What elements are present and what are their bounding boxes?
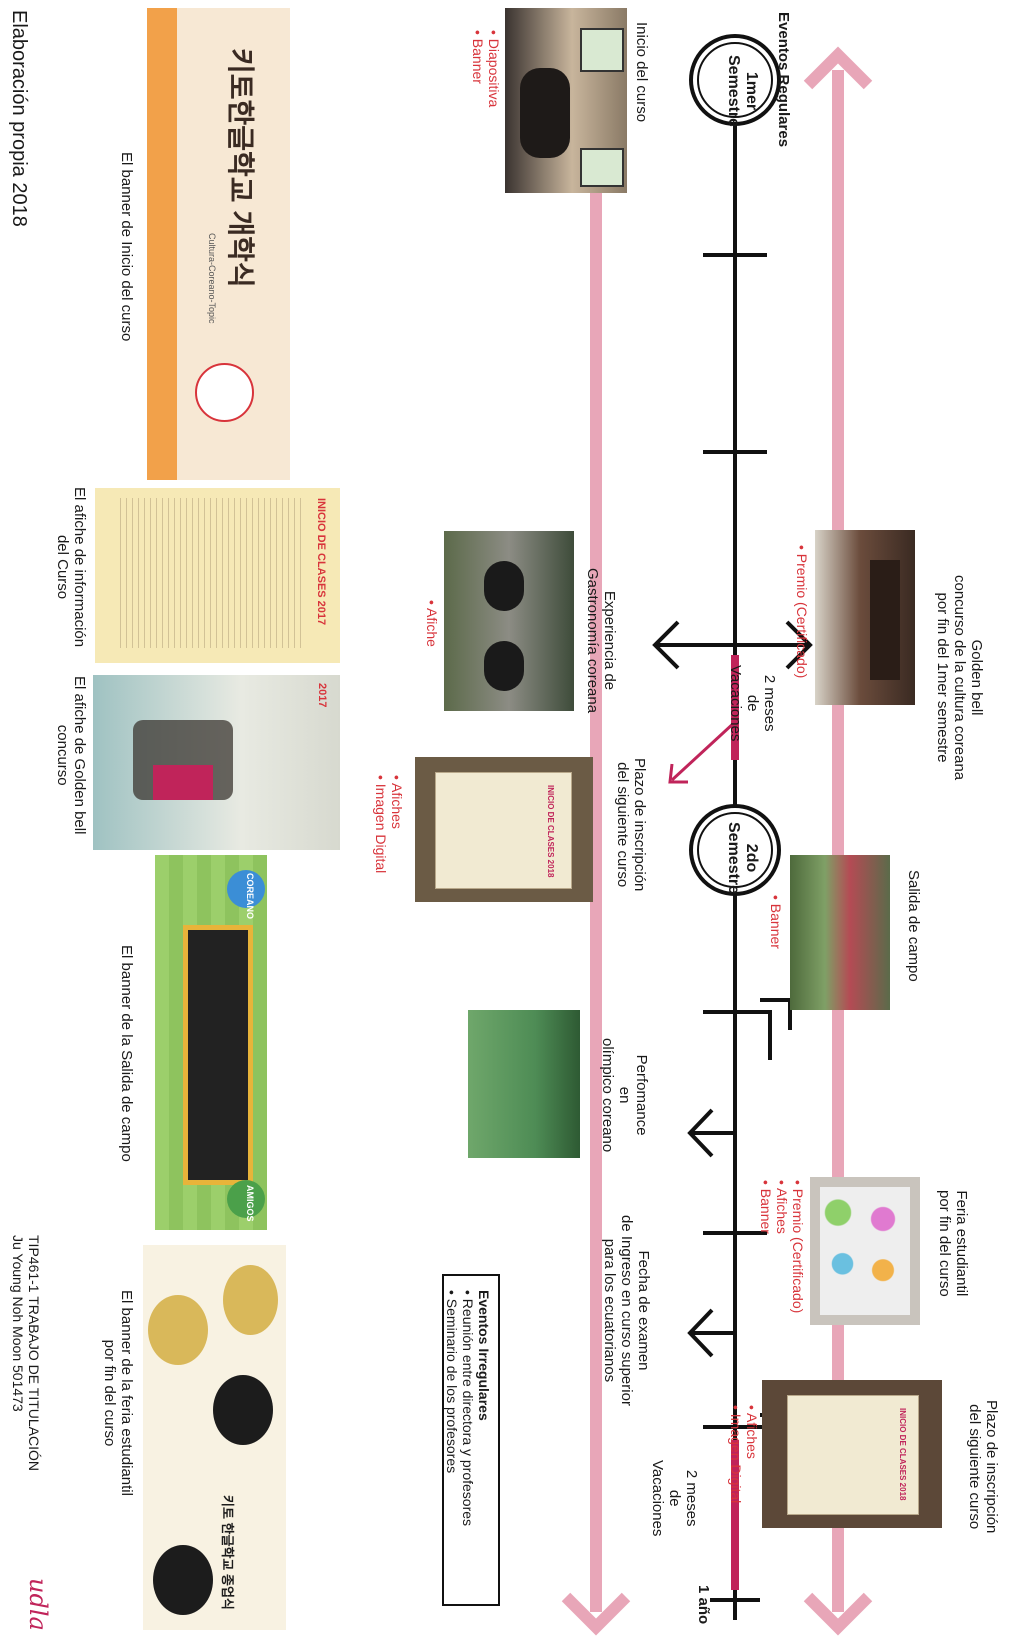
irregular-box (442, 1274, 500, 1606)
label-inicio: Inicio del curso (633, 22, 650, 123)
banner-inicio-sub: Cultura-Coreano-Topic (207, 233, 217, 324)
credit: Elaboración propia 2018 (8, 10, 30, 227)
photo-salida-campo (790, 855, 890, 1010)
arrow-vacaciones-plazo (668, 720, 737, 784)
photo-plazo-1: INICIO DE CLASES 2018 (415, 757, 593, 902)
photo-golden-bell (815, 530, 915, 705)
semester-2-circle (689, 804, 781, 896)
bottom-pink-track (561, 160, 631, 1636)
afiche-golden: 2017 (93, 675, 340, 850)
media-feria: • Premio (Certificado)• Afiches• Banner (758, 1180, 806, 1314)
media-plazo-2: • Afiches• Imagen Digital (728, 1405, 760, 1504)
banner-inicio-stripe (147, 8, 177, 480)
banner-inicio-korean: 키토한글학교 개학식 (225, 48, 256, 288)
photo-plazo-2: INICIO DE CLASES 2018 (762, 1380, 942, 1528)
photo-gastronomia (444, 531, 574, 711)
course-info: TIP461-1 TRABAJO DE TITULACIÓN Ju Young … (10, 1235, 42, 1471)
media-gastronomia: • Afiche (424, 600, 440, 647)
arrow-salida (735, 998, 792, 1060)
irregular-events: Eventos Irregulares • Reunión entre dire… (444, 1290, 492, 1527)
afiche-info-title: INICIO DE CLASES 2017 (315, 498, 327, 626)
amigos-badge (227, 1180, 265, 1218)
media-plazo-1: • Afiches• Imagen Digital (373, 775, 405, 874)
banner-inicio: 키토한글학교 개학식 Cultura-Coreano-Topic (147, 8, 290, 480)
arrow-examen (687, 1308, 735, 1358)
school-logo-icon (195, 363, 254, 422)
media-salida: • Banner (768, 895, 784, 949)
banner-salida-board (183, 925, 253, 1185)
regular-events-title: Eventos Regulares (775, 12, 792, 148)
caption-banner-salida: El banner de la Salida de campo (118, 945, 135, 1162)
afiche-info: INICIO DE CLASES 2017 (95, 488, 340, 663)
banner-feria: 키토 한글학교 종업식 (143, 1245, 286, 1630)
arrow-performance (687, 1108, 735, 1158)
coreano-badge (227, 870, 265, 908)
media-golden-bell: • Premio (Certificado) (794, 545, 810, 679)
photo-performance (468, 1010, 580, 1158)
udla-logo: udla (24, 1578, 52, 1631)
semester-1-circle (689, 34, 781, 126)
year-end-label: 1 año (695, 1585, 712, 1625)
label-salida: Salida de campo (905, 870, 922, 982)
banner-feria-korean: 키토 한글학교 종업식 (220, 1495, 235, 1610)
double-arrow-gastronomia (652, 620, 813, 670)
media-inicio: • Diapositiva• Banner (470, 30, 502, 108)
banner-salida: COREANO AMIGOS (155, 855, 267, 1230)
photo-inicio-curso (505, 8, 627, 193)
photo-feria (810, 1177, 920, 1325)
top-pink-track (803, 46, 873, 1636)
caption-banner-inicio: El banner de Inicio del curso (118, 152, 135, 342)
afiche-golden-year: 2017 (316, 683, 328, 708)
